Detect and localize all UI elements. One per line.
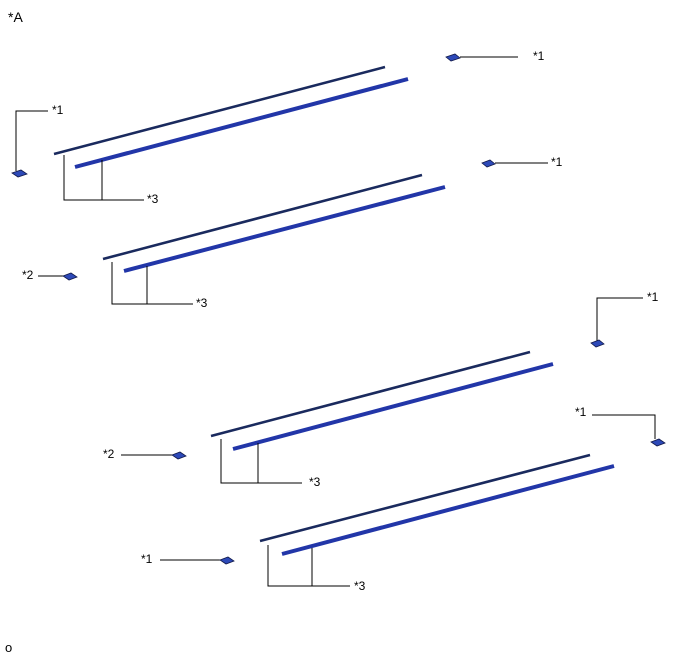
moulding-strip-upper: [102, 173, 423, 261]
callout-label-clip: *1: [551, 155, 563, 169]
clip-icon: [481, 159, 496, 168]
clip-part: *1: [590, 290, 659, 348]
moulding-strip-lower: [281, 464, 615, 556]
callout-leader: [267, 545, 350, 587]
clip-icon: [171, 451, 187, 460]
clip-icon: [11, 169, 28, 178]
figure-code: o: [5, 640, 12, 655]
callout-label-clip: *1: [647, 290, 659, 304]
moulding-pair-3: *3: [210, 350, 554, 489]
callout-label-clip: *1: [141, 552, 153, 566]
callout-label-clip: *1: [52, 103, 64, 117]
clip-icon: [62, 272, 78, 281]
moulding-strip-upper: [259, 453, 591, 543]
callout-leader: [220, 439, 302, 484]
callout-label-clip: *1: [533, 49, 545, 63]
clip-icon: [445, 53, 461, 62]
callout-leader: [596, 297, 643, 341]
clip-part: *1: [11, 103, 64, 178]
callout-label-moulding: *3: [309, 475, 321, 489]
clip-part: *1: [575, 405, 666, 447]
clip-icon: [219, 556, 235, 565]
callout-leader: [63, 155, 144, 201]
callout-label-clip-variant: *2: [103, 447, 115, 461]
moulding-pair-2: *3: [102, 173, 446, 310]
moulding-pair-4: *3: [259, 453, 615, 593]
callout-label-moulding: *3: [147, 192, 159, 206]
clip-part: *1: [141, 552, 235, 566]
callout-leader: [111, 262, 193, 305]
callout-label-moulding: *3: [354, 579, 366, 593]
clip-icon: [590, 339, 605, 348]
moulding-strip-upper: [53, 65, 386, 156]
callout-leader: [592, 414, 656, 439]
clip-icon: [650, 438, 666, 447]
clip-part: *1: [481, 155, 563, 169]
callout-leader: [15, 110, 48, 171]
moulding-strip-lower: [74, 77, 409, 169]
moulding-strip-lower: [123, 185, 446, 273]
clip-variant-part: *2: [103, 447, 187, 461]
moulding-pair-1: *3: [53, 65, 409, 206]
moulding-strip-lower: [232, 362, 554, 451]
callout-label-clip: *1: [575, 405, 587, 419]
view-label: *A: [8, 9, 23, 25]
clip-part: *1: [445, 49, 545, 63]
clip-variant-part: *2: [22, 268, 78, 282]
callout-label-clip-variant: *2: [22, 268, 34, 282]
moulding-strip-upper: [210, 350, 531, 438]
callout-label-moulding: *3: [196, 296, 208, 310]
